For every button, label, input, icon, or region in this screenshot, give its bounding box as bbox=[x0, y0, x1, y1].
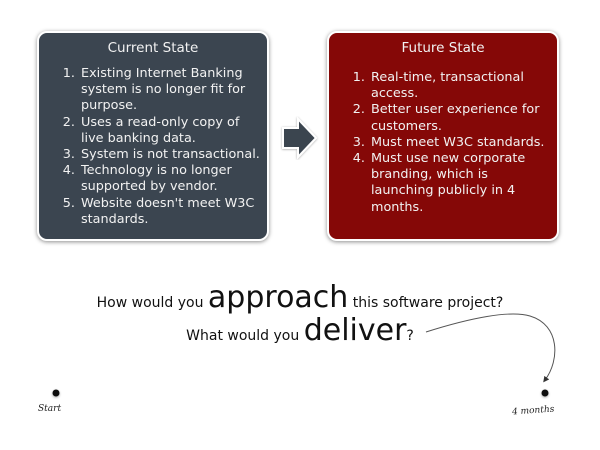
list-item: Uses a read-only copy of live banking da… bbox=[79, 115, 261, 147]
timeline-start-label: Start bbox=[38, 404, 62, 414]
list-item: System is not transactional. bbox=[79, 147, 261, 163]
list-item: Real-time, transactional access. bbox=[369, 70, 551, 102]
future-state-list: Real-time, transactional access. Better … bbox=[329, 70, 557, 216]
q1-prefix: How would you bbox=[96, 295, 204, 311]
q2-emphasis: deliver bbox=[303, 313, 407, 348]
curved-pointer-arrow bbox=[425, 313, 556, 383]
q1-suffix: this software project? bbox=[352, 295, 504, 311]
deliver-question: What would you deliver? bbox=[0, 313, 600, 348]
approach-question: How would you approach this software pro… bbox=[0, 280, 600, 315]
future-state-title: Future State bbox=[401, 40, 485, 56]
q1-emphasis: approach bbox=[207, 280, 349, 315]
current-state-title: Current State bbox=[107, 40, 199, 56]
future-state-card: Future State Real-time, transactional ac… bbox=[327, 31, 559, 241]
list-item: Better user experience for customers. bbox=[369, 102, 551, 134]
current-state-list: Existing Internet Banking system is no l… bbox=[39, 66, 267, 228]
list-item: Must meet W3C standards. bbox=[369, 135, 551, 151]
list-item: Existing Internet Banking system is no l… bbox=[79, 66, 261, 115]
timeline-start-dot bbox=[52, 389, 60, 397]
timeline-end-dot bbox=[541, 389, 549, 397]
list-item: Must use new corporate branding, which i… bbox=[369, 151, 551, 216]
list-item: Technology is no longer supported by ven… bbox=[79, 163, 261, 195]
q2-prefix: What would you bbox=[186, 328, 300, 344]
right-arrow-icon bbox=[282, 116, 318, 160]
current-state-card: Current State Existing Internet Banking … bbox=[37, 31, 269, 241]
list-item: Website doesn't meet W3C standards. bbox=[79, 196, 261, 228]
q2-suffix: ? bbox=[406, 328, 414, 344]
